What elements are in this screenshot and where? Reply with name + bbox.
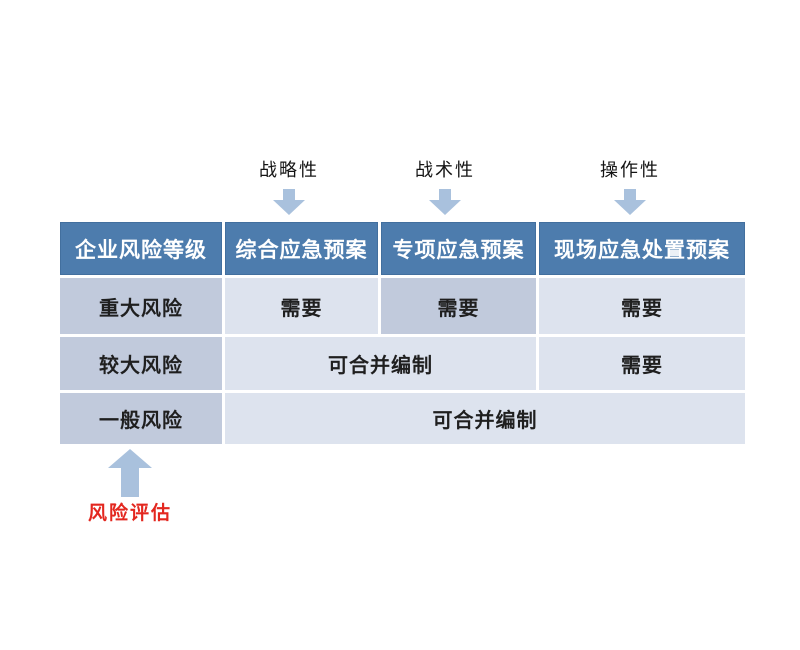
annotation-operational: 操作性 (584, 159, 676, 215)
operational-label: 操作性 (600, 160, 660, 181)
header-onsite-plan: 现场应急处置预案 (539, 222, 745, 275)
strategic-label: 战略性 (259, 160, 319, 181)
value-cell: 需要 (539, 278, 745, 334)
arrow-down-icon (273, 189, 305, 215)
risk-plan-table: 企业风险等级 综合应急预案 专项应急预案 现场应急处置预案 重大风险 需要 需要… (60, 222, 745, 444)
annotation-strategic: 战略性 (243, 159, 335, 215)
value-cell: 需要 (539, 337, 745, 390)
arrow-up-icon (108, 449, 152, 497)
tactical-label: 战术性 (415, 160, 475, 181)
value-cell-merged: 可合并编制 (225, 393, 745, 444)
header-special-plan: 专项应急预案 (381, 222, 536, 275)
risk-assessment-label: 风险评估 (87, 502, 172, 524)
row-level-cell: 较大风险 (60, 337, 222, 390)
header-risk-level: 企业风险等级 (60, 222, 222, 275)
row-level-cell: 重大风险 (60, 278, 222, 334)
arrow-down-icon (429, 189, 461, 215)
header-comprehensive-plan: 综合应急预案 (225, 222, 378, 275)
value-cell-highlighted: 需要 (381, 278, 536, 334)
annotation-tactical: 战术性 (399, 159, 491, 215)
row-level-cell: 一般风险 (60, 393, 222, 444)
value-cell: 需要 (225, 278, 378, 334)
value-cell-merged: 可合并编制 (225, 337, 536, 390)
arrow-down-icon (614, 189, 646, 215)
